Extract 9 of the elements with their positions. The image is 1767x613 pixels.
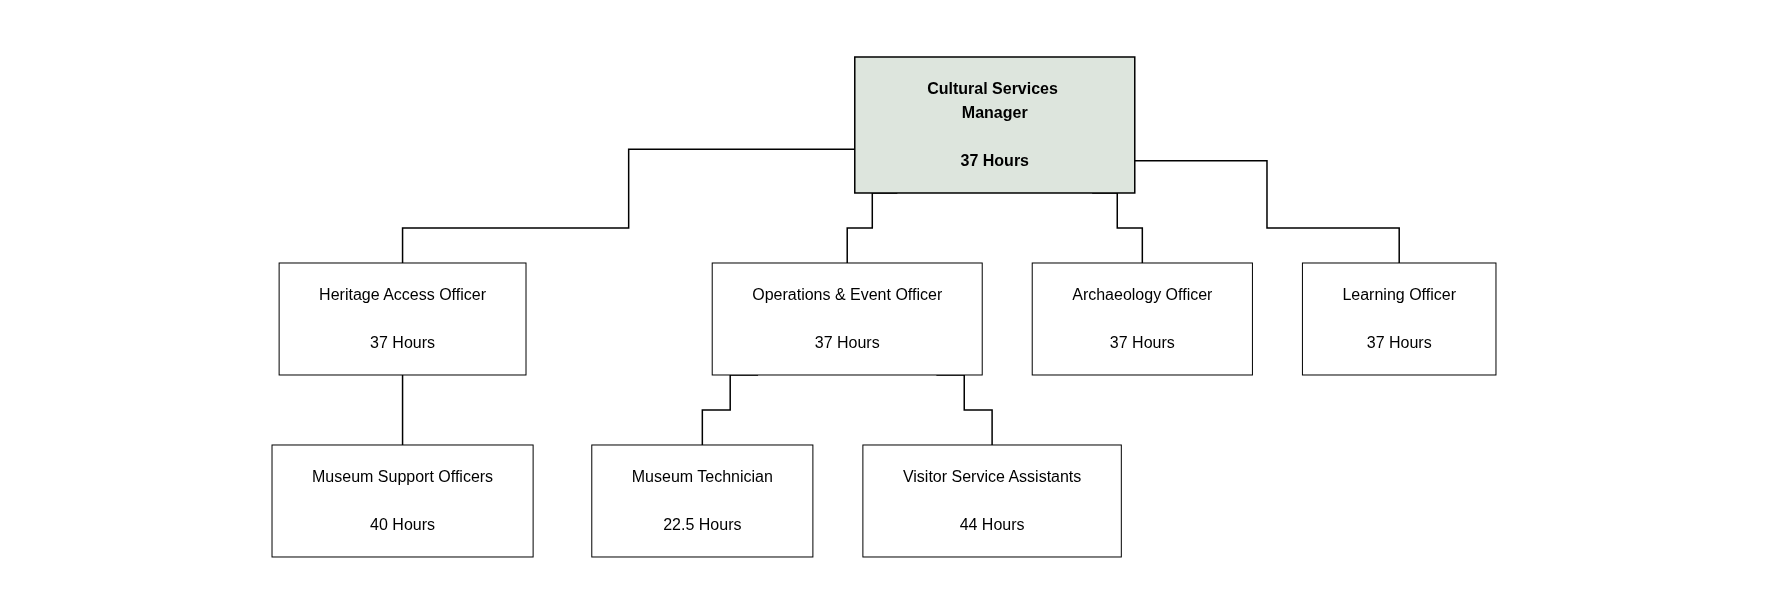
connector: [401, 373, 403, 446]
node-box: Visitor Service Assistants 44 Hours: [861, 444, 1122, 557]
node-box: Museum Technician 22.5 Hours: [590, 444, 813, 557]
node-box: Cultural Services Manager 37 Hours: [853, 55, 1135, 194]
node-box: Archaeology Officer 37 Hours: [1031, 262, 1253, 375]
node-box: Heritage Access Officer 37 Hours: [278, 262, 526, 375]
node-box: Museum Support Officers 40 Hours: [271, 444, 534, 557]
node-box: Operations & Event Officer 37 Hours: [711, 262, 983, 375]
node-box: Learning Officer 37 Hours: [1301, 262, 1496, 375]
